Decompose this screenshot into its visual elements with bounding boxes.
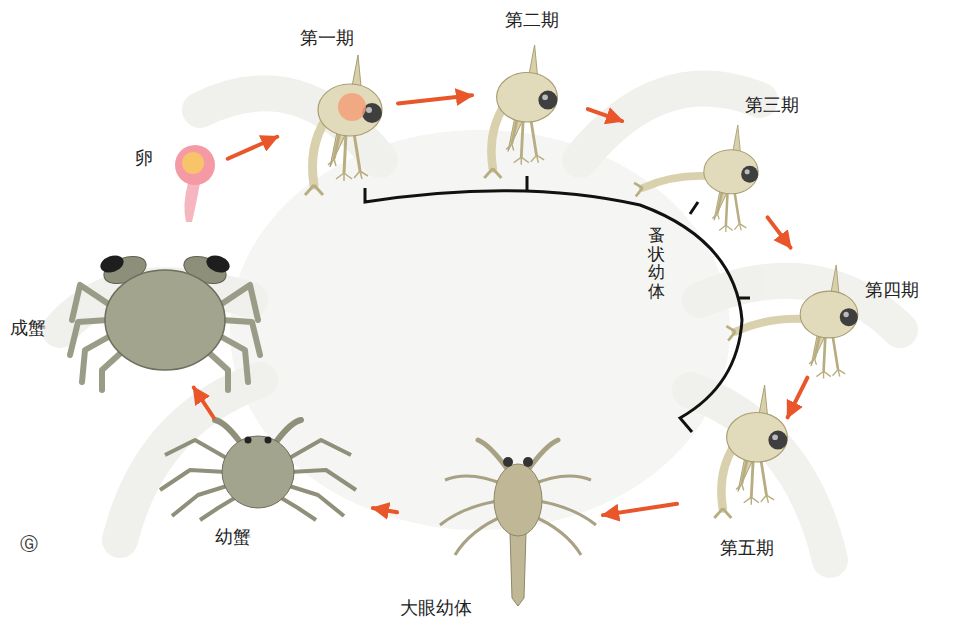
stage-group-label: 蚤状幼体 [648, 226, 665, 301]
stage-node: 第五期 [680, 420, 820, 565]
stage-arrow [588, 109, 622, 121]
crab-silhouette [60, 89, 900, 560]
zoea-stage-1 [305, 55, 382, 195]
stage-label: 第五期 [720, 538, 774, 559]
zoea-stage-4 [800, 265, 858, 378]
stage-arrow [768, 217, 791, 247]
stage-label: 第三期 [745, 95, 799, 116]
stage-node: 成蟹 [8, 255, 290, 385]
stage-arrow [373, 508, 397, 512]
crab-silhouette [60, 89, 900, 560]
egg [175, 145, 215, 185]
stage-arrow [398, 95, 472, 103]
egg [175, 145, 215, 222]
zoea-stage-5 [714, 446, 734, 518]
egg [182, 152, 204, 174]
zoea-stage-4 [726, 319, 803, 341]
zoea-stage-1 [305, 119, 326, 195]
stage-node: 第四期 [735, 250, 945, 375]
zoea-bracket [527, 176, 750, 298]
adult-crab [98, 252, 126, 275]
stage-node: 卵 [135, 140, 225, 220]
zoea-bracket [365, 176, 750, 432]
zoea-stage-2 [484, 45, 557, 178]
megalopa [503, 457, 513, 467]
zoea-stage-3 [634, 125, 758, 232]
stage-arrow [228, 137, 278, 159]
stage-node: 第三期 [625, 95, 815, 215]
juvenile-crab [245, 437, 252, 444]
stage-label: 卵 [135, 148, 153, 169]
watermark: Ⓖ [20, 532, 38, 556]
stage-node: 大眼幼体 [400, 440, 600, 622]
stage-label: 幼蟹 [215, 527, 251, 548]
juvenile-crab [265, 437, 272, 444]
egg [184, 183, 200, 222]
megalopa [523, 457, 533, 467]
stage-label: 第二期 [505, 10, 559, 31]
stage-arrow [788, 378, 808, 418]
megalopa [510, 533, 526, 606]
stage-label: 成蟹 [10, 318, 46, 339]
juvenile-crab [160, 420, 356, 520]
stage-node: 第一期 [280, 25, 395, 195]
juvenile-crab [222, 436, 294, 508]
watermark: Ⓖ [20, 532, 38, 556]
stage-label: 大眼幼体 [400, 598, 472, 619]
megalopa [440, 440, 596, 606]
adult-crab [70, 251, 260, 390]
zoea-stage-2 [497, 45, 558, 165]
zoea-stage-4 [726, 265, 857, 378]
zoea-stage-5 [727, 385, 788, 505]
stage-group-label: 蚤状幼体 [648, 226, 665, 301]
megalopa [494, 464, 542, 536]
zoea-stage-3 [634, 176, 707, 197]
zoea-bracket [365, 188, 742, 432]
adult-crab [105, 270, 225, 370]
zoea-stage-5 [714, 385, 787, 518]
zoea-stage-3 [704, 125, 758, 232]
stage-arrow [194, 388, 214, 418]
stage-node: 幼蟹 [150, 420, 370, 555]
adult-crab [204, 252, 232, 275]
zoea-stage-1 [318, 55, 382, 181]
stage-label: 第四期 [865, 280, 919, 301]
zoea-stage-2 [484, 106, 504, 178]
stage-node: 第二期 [475, 8, 585, 170]
stage-label: 第一期 [300, 28, 354, 49]
stage-arrow [603, 504, 677, 515]
zoea-stage-1 [338, 93, 366, 121]
